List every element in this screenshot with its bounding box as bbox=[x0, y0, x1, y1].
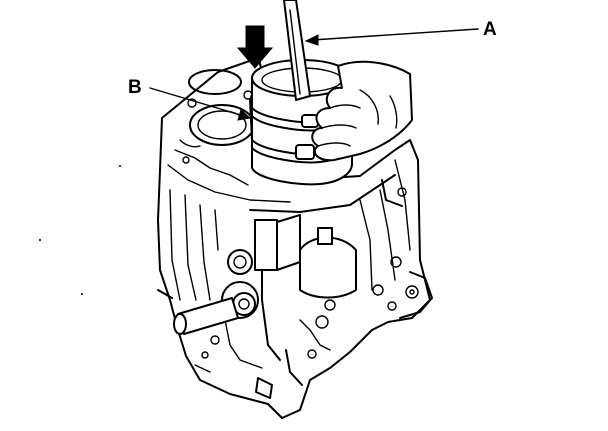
leader-arrowhead-b bbox=[237, 109, 252, 121]
speck bbox=[39, 239, 41, 241]
label-b: B bbox=[128, 77, 142, 98]
hand bbox=[311, 60, 413, 162]
engine-block bbox=[157, 57, 433, 419]
leader-arrowhead-a bbox=[304, 34, 319, 46]
label-a: A bbox=[483, 19, 497, 40]
down-arrow-icon bbox=[236, 25, 274, 69]
speck bbox=[119, 165, 121, 167]
leader-line-a bbox=[311, 28, 479, 41]
speck bbox=[81, 293, 83, 295]
leader-line-b bbox=[149, 87, 245, 117]
hammer-handle bbox=[283, 0, 311, 101]
